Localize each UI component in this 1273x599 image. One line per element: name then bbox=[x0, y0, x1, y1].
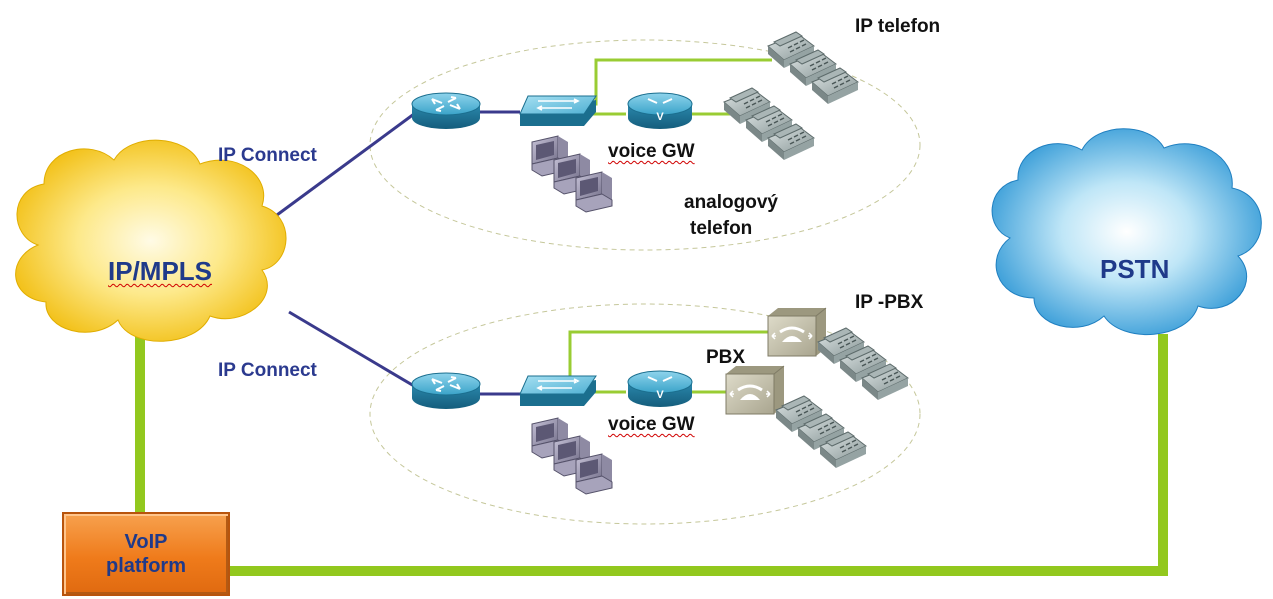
router-bottom bbox=[411, 372, 481, 410]
voip-platform-line1: VoIP bbox=[124, 531, 168, 553]
voip-trunk-lines bbox=[135, 322, 1168, 576]
voice-gw-bottom-text: voice GW bbox=[608, 414, 695, 435]
ip-pbx-box bbox=[766, 306, 828, 358]
voice-gateway-top bbox=[627, 92, 693, 130]
ip-connect-links bbox=[261, 112, 415, 388]
ip-phones-top bbox=[768, 32, 858, 104]
pbx-label: PBX bbox=[706, 347, 746, 368]
ip-pbx-phones bbox=[818, 328, 908, 400]
pbx-phones bbox=[776, 396, 866, 468]
ip-telefon-label: IP telefon bbox=[855, 16, 941, 37]
router-top bbox=[411, 92, 481, 130]
pcs-bottom bbox=[532, 418, 612, 494]
analog-phone-label-line1: analogový bbox=[684, 192, 778, 213]
switch-bottom bbox=[519, 375, 597, 407]
ip-pbx-label: IP -PBX bbox=[855, 292, 924, 313]
voice-gateway-bottom bbox=[627, 370, 693, 408]
voip-platform-line2: platform bbox=[106, 555, 186, 577]
pcs-top bbox=[532, 136, 612, 212]
analog-phones-top bbox=[724, 88, 814, 160]
voice-gw-top-label: voice GW bbox=[608, 141, 695, 163]
voice-gw-bottom-label: voice GW bbox=[608, 414, 695, 436]
pbx-box bbox=[724, 364, 786, 416]
ip-connect-bottom-label: IP Connect bbox=[218, 360, 317, 381]
ip-connect-top-label: IP Connect bbox=[218, 145, 317, 166]
analog-phone-label-line2: telefon bbox=[690, 218, 753, 239]
ipmpls-label: IP/MPLS bbox=[108, 256, 213, 286]
ipmpls-cloud bbox=[15, 139, 287, 342]
voip-platform-box: VoIP platform bbox=[62, 512, 230, 596]
voice-gw-top-text: voice GW bbox=[608, 141, 695, 162]
pstn-label: PSTN bbox=[1100, 254, 1170, 284]
switch-top bbox=[519, 95, 597, 127]
site-top-boundary bbox=[369, 39, 921, 251]
site-bottom-boundary bbox=[369, 303, 921, 525]
pstn-cloud bbox=[991, 128, 1262, 335]
